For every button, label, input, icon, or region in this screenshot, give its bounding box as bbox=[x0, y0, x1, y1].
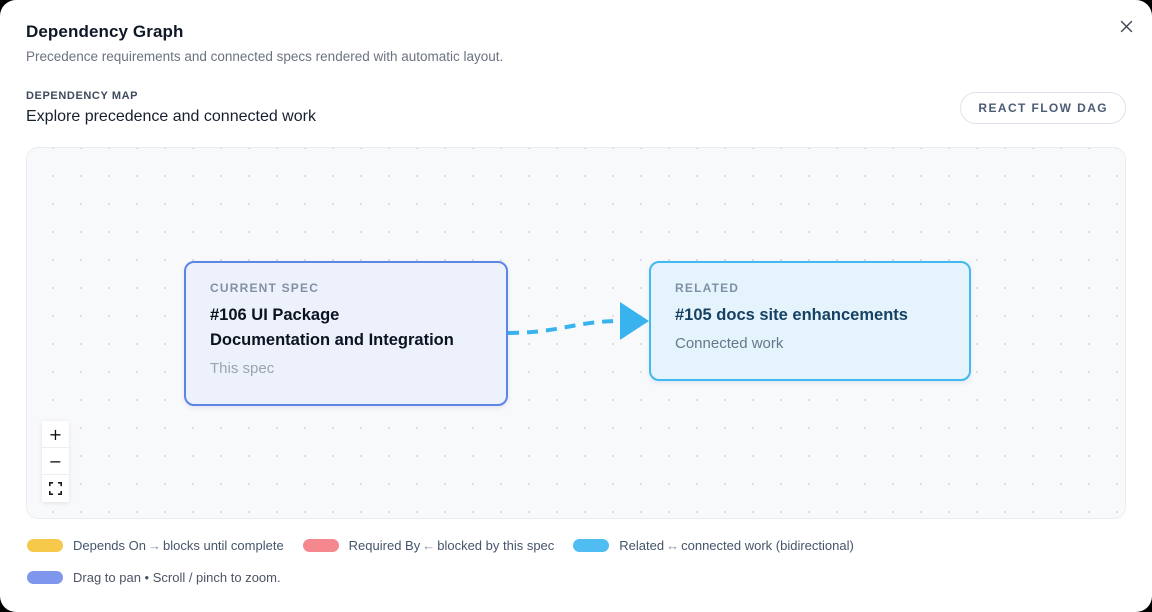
close-button[interactable] bbox=[1114, 14, 1138, 38]
zoom-in-button[interactable]: + bbox=[42, 421, 69, 448]
node-title: #105 docs site enhancements bbox=[675, 306, 908, 324]
plus-icon: + bbox=[48, 424, 63, 444]
section-heading: Explore precedence and connected work bbox=[26, 108, 316, 125]
pan-zoom-hint: Drag to pan • Scroll / pinch to zoom. bbox=[27, 570, 1126, 585]
node-title: #106 UI Package Documentation and Integr… bbox=[210, 306, 454, 349]
related-edge bbox=[507, 302, 649, 340]
close-icon bbox=[1120, 20, 1132, 32]
legend-label: Depends On→blocks until complete bbox=[73, 538, 284, 553]
section-header: DEPENDENCY MAP Explore precedence and co… bbox=[26, 90, 1126, 126]
edge-legend: Depends On→blocks until complete Require… bbox=[27, 538, 1126, 553]
legend-label: Related↔connected work (bidirectional) bbox=[619, 538, 854, 553]
edge-dashed-line bbox=[507, 319, 621, 335]
page-title: Dependency Graph bbox=[26, 22, 184, 41]
depends-on-swatch bbox=[27, 539, 63, 552]
node-kind-label: CURRENT SPEC bbox=[210, 281, 320, 295]
minus-icon: − bbox=[48, 451, 63, 471]
zoom-controls: + − bbox=[42, 421, 69, 502]
node-note: Connected work bbox=[675, 335, 784, 352]
related-swatch bbox=[573, 539, 610, 552]
bidirectional-arrow-glyph: ↔ bbox=[666, 538, 680, 553]
required-by-swatch bbox=[302, 539, 339, 552]
fit-view-icon bbox=[49, 482, 62, 495]
legend-item-depends-on: Depends On→blocks until complete bbox=[27, 538, 284, 553]
hint-label: Drag to pan • Scroll / pinch to zoom. bbox=[73, 570, 281, 585]
legend-item-required-by: Required By←blocked by this spec bbox=[302, 538, 555, 553]
left-arrow-glyph: ← bbox=[422, 538, 436, 553]
node-kind-label: RELATED bbox=[675, 281, 740, 295]
legend-label: Required By←blocked by this spec bbox=[348, 538, 555, 553]
node-current-spec[interactable]: CURRENT SPEC #106 UI Package Documentati… bbox=[184, 261, 508, 406]
edge-arrowhead-icon bbox=[620, 302, 649, 340]
page-subtitle: Precedence requirements and connected sp… bbox=[26, 49, 504, 64]
graph-canvas[interactable]: CURRENT SPEC #106 UI Package Documentati… bbox=[26, 147, 1126, 519]
right-arrow-glyph: → bbox=[148, 538, 161, 553]
node-note: This spec bbox=[210, 360, 275, 377]
hint-swatch bbox=[27, 571, 63, 584]
legend-item-related: Related↔connected work (bidirectional) bbox=[573, 538, 854, 553]
node-related-spec[interactable]: RELATED #105 docs site enhancements Conn… bbox=[649, 261, 971, 381]
zoom-out-button[interactable]: − bbox=[42, 448, 69, 475]
react-flow-dag-badge: REACT FLOW DAG bbox=[960, 92, 1126, 124]
fit-view-button[interactable] bbox=[42, 475, 69, 502]
modal-header: Dependency Graph Precedence requirements… bbox=[0, 0, 1152, 64]
section-eyebrow: DEPENDENCY MAP bbox=[26, 90, 139, 102]
section-header-text: DEPENDENCY MAP Explore precedence and co… bbox=[26, 90, 316, 126]
